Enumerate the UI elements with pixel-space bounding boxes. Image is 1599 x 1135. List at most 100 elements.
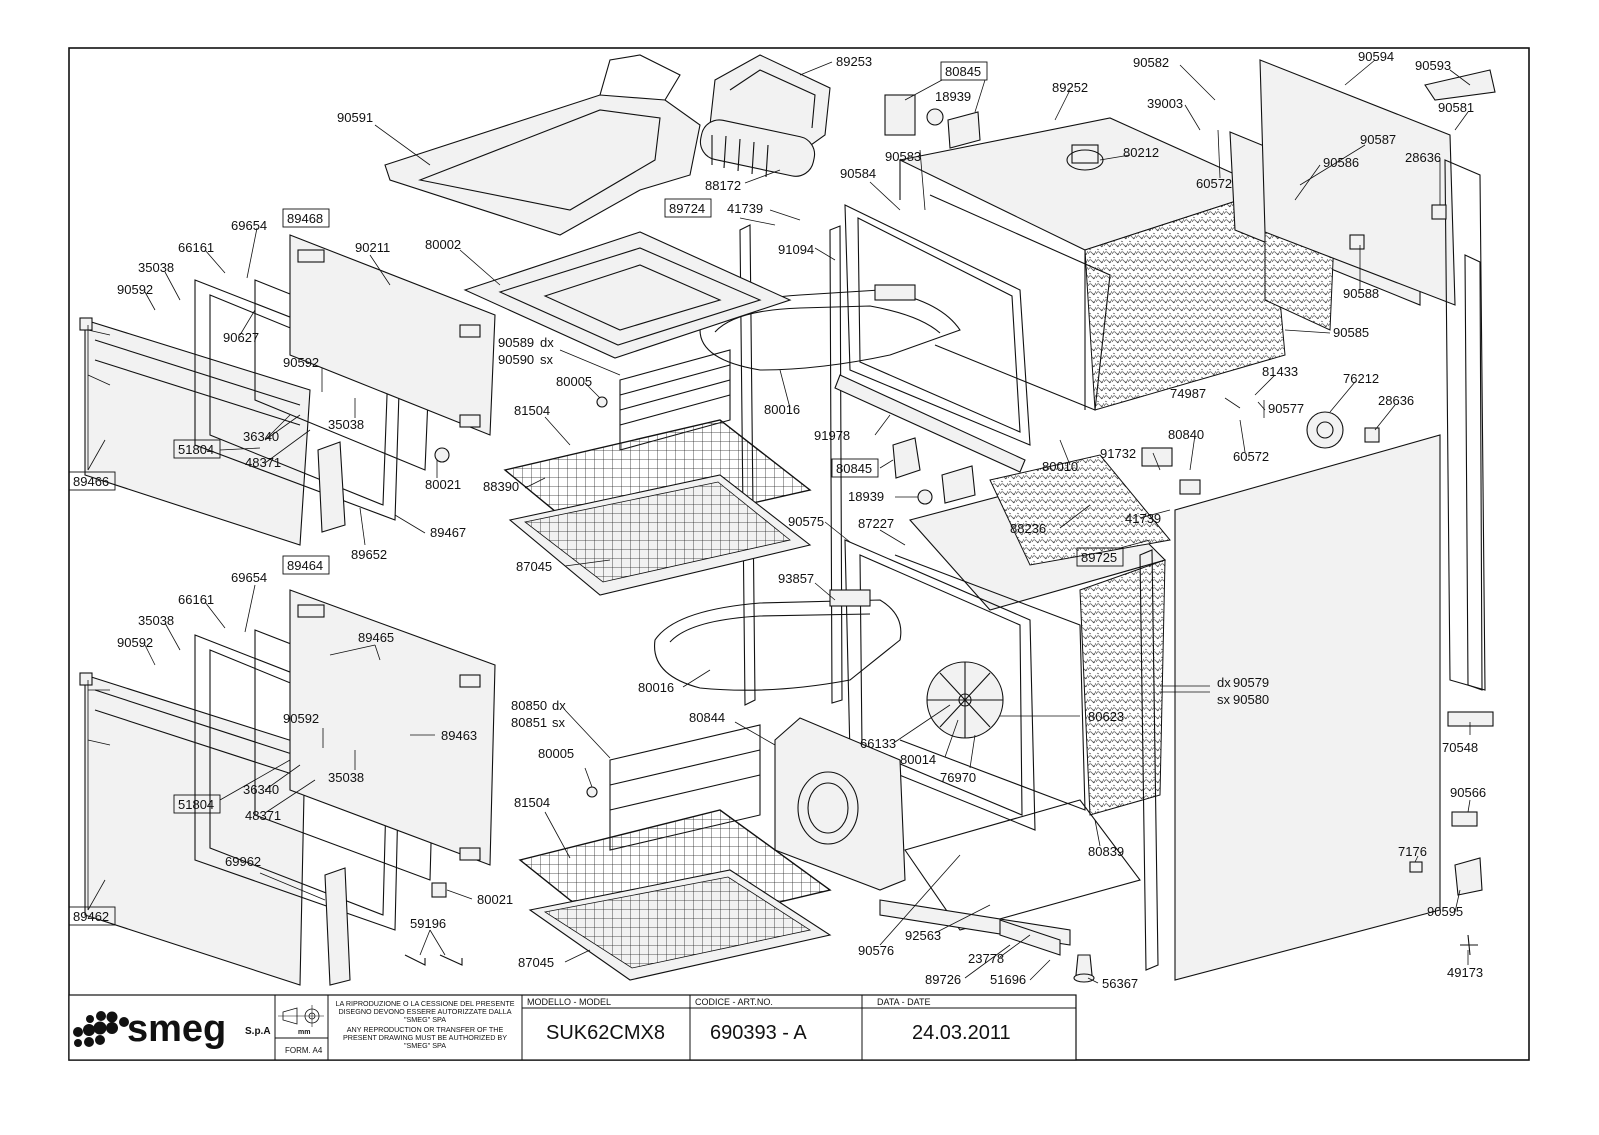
part-label: 90584	[840, 166, 876, 181]
part-label: 35038	[138, 260, 174, 275]
part-label: 81504	[514, 795, 550, 810]
notice-line: "SMEG" SPA	[404, 1015, 446, 1024]
part-label: sx	[540, 352, 554, 367]
part-label: 90592	[283, 355, 319, 370]
projection-symbol-icon	[278, 1005, 324, 1027]
part-label: 80010	[1042, 459, 1078, 474]
part-label: dx	[552, 698, 566, 713]
smeg-logo-text: smeg	[127, 1008, 226, 1050]
part-label: 90583	[885, 149, 921, 164]
part-label: 66161	[178, 240, 214, 255]
part-label: sx	[552, 715, 566, 730]
part-label: 90588	[1343, 286, 1379, 301]
part-label: 80851	[511, 715, 547, 730]
part-label: 90577	[1268, 401, 1304, 416]
part-label: 80839	[1088, 844, 1124, 859]
part-labels: 89253 80845 18939 90583 89252 90582 3900…	[68, 49, 1486, 991]
part-label: 90592	[117, 282, 153, 297]
part-label: dx	[1217, 675, 1231, 690]
part-label: 66133	[860, 736, 896, 751]
part-label-boxed: 80845	[945, 64, 981, 79]
code-label: CODICE - ART.NO.	[695, 997, 773, 1007]
part-label: 90566	[1450, 785, 1486, 800]
part-label: 60572	[1233, 449, 1269, 464]
part-label-boxed: 89464	[287, 558, 323, 573]
part-label: 80014	[900, 752, 936, 767]
part-label: 80212	[1123, 145, 1159, 160]
part-label: 36340	[243, 429, 279, 444]
part-label: 80005	[556, 374, 592, 389]
part-label: 91094	[778, 242, 814, 257]
part-label: 89726	[925, 972, 961, 987]
part-label: 90592	[283, 711, 319, 726]
notice-line: "SMEG" SPA	[404, 1041, 446, 1050]
part-label-boxed: 89724	[669, 201, 705, 216]
notice-line: ANY REPRODUCTION OR TRANSFER OF THE	[347, 1025, 504, 1034]
part-label: 66161	[178, 592, 214, 607]
part-label: 80016	[764, 402, 800, 417]
title-block: smeg S.p.A mm FORM. A4 LA RIPRODUZIONE O…	[68, 994, 1077, 1061]
part-label: 90581	[1438, 100, 1474, 115]
part-label: 35038	[328, 417, 364, 432]
part-label: 59196	[410, 916, 446, 931]
part-label: 89465	[358, 630, 394, 645]
part-label: 35038	[328, 770, 364, 785]
part-label: 70548	[1442, 740, 1478, 755]
part-label: 56367	[1102, 976, 1138, 991]
part-label: 90576	[858, 943, 894, 958]
part-label: 89253	[836, 54, 872, 69]
part-label: 69962	[225, 854, 261, 869]
part-label: sx	[1217, 692, 1231, 707]
part-label-boxed: 51804	[178, 797, 214, 812]
part-label: 80840	[1168, 427, 1204, 442]
part-label: 91978	[814, 428, 850, 443]
part-label: 87045	[516, 559, 552, 574]
date-value: 24.03.2011	[912, 1022, 1011, 1044]
part-label: 89463	[441, 728, 477, 743]
part-label: 89652	[351, 547, 387, 562]
brand-suffix: S.p.A	[245, 1026, 271, 1037]
part-label: 93857	[778, 571, 814, 586]
part-label: 18939	[935, 89, 971, 104]
part-label: 76970	[940, 770, 976, 785]
part-label: 90593	[1415, 58, 1451, 73]
part-label: 23778	[968, 951, 1004, 966]
leader-lines	[87, 59, 1471, 984]
part-label: 41739	[727, 201, 763, 216]
part-label: dx	[540, 335, 554, 350]
part-label: 35038	[138, 613, 174, 628]
date-label: DATA - DATE	[877, 997, 931, 1007]
part-label-boxed: 89725	[1081, 550, 1117, 565]
part-label: 49173	[1447, 965, 1483, 980]
part-label: 80844	[689, 710, 725, 725]
part-label: 80002	[425, 237, 461, 252]
part-label: 80016	[638, 680, 674, 695]
part-label: 90592	[117, 635, 153, 650]
part-label: 76212	[1343, 371, 1379, 386]
part-label: 88390	[483, 479, 519, 494]
part-label: 80005	[538, 746, 574, 761]
part-label-boxed: 89468	[287, 211, 323, 226]
part-label: 51696	[990, 972, 1026, 987]
part-label: 90595	[1427, 904, 1463, 919]
part-label: 69654	[231, 570, 267, 585]
model-value: SUK62CMX8	[546, 1022, 665, 1044]
part-label: 60572	[1196, 176, 1232, 191]
parts-artwork	[79, 54, 1496, 986]
part-label-boxed: 89466	[73, 474, 109, 489]
part-label: 7176	[1398, 844, 1427, 859]
model-label: MODELLO - MODEL	[527, 997, 611, 1007]
part-label: 18939	[848, 489, 884, 504]
part-label: 91732	[1100, 446, 1136, 461]
part-label: 90590	[498, 352, 534, 367]
part-label: 90591	[337, 110, 373, 125]
part-label: 81433	[1262, 364, 1298, 379]
form-label: FORM. A4	[285, 1046, 323, 1055]
part-label: 81504	[514, 403, 550, 418]
part-label: 87227	[858, 516, 894, 531]
part-label: 88172	[705, 178, 741, 193]
part-label-boxed: 89462	[73, 909, 109, 924]
part-label: 74987	[1170, 386, 1206, 401]
